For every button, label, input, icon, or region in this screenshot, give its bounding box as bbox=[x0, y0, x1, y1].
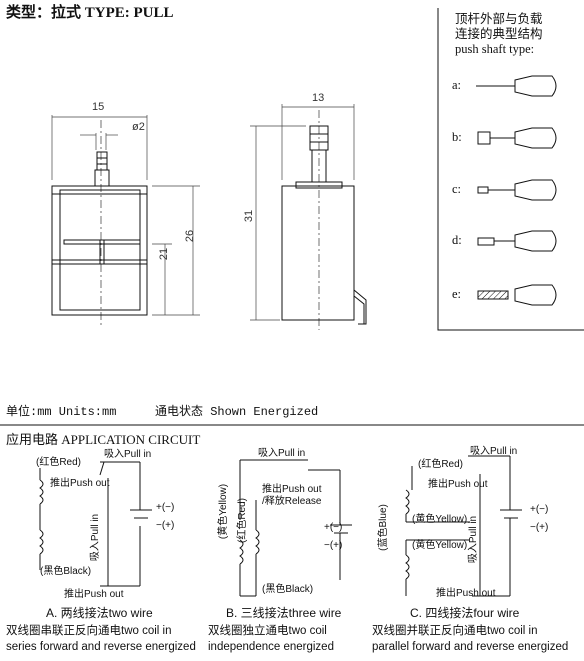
dim-shaft-dia: ø2 bbox=[132, 121, 145, 133]
c-desc-2: parallel forward and reverse energized bbox=[372, 641, 569, 653]
c-pull-in: 吸入Pull in bbox=[470, 446, 518, 457]
circuit-c-wiring bbox=[405, 455, 522, 597]
b-push-out: 推出Push out bbox=[262, 484, 322, 495]
shaft-type-e: e: bbox=[452, 287, 462, 301]
push-shaft-box bbox=[437, 8, 584, 331]
dim-height-31: 31 bbox=[243, 209, 256, 223]
front-view bbox=[51, 120, 148, 325]
c-desc-1: 双线圈并联正反向通电two coil in bbox=[372, 625, 538, 637]
energized-label: 通电状态 Shown Energized bbox=[155, 405, 319, 419]
a-pull-in-vertical: 吸入Pull in bbox=[90, 513, 102, 562]
push-shaft-title-1: 顶杆外部与负载 bbox=[455, 12, 543, 26]
b-black: (黑色Black) bbox=[262, 584, 314, 595]
push-shaft-title-2: 连接的典型结构 bbox=[455, 27, 543, 41]
dim-height-21: 21 bbox=[158, 247, 171, 261]
dim-width-front: 15 bbox=[92, 101, 105, 113]
c-push-out-bottom: 推出Push out bbox=[436, 588, 496, 599]
a-push-out-top: 推出Push out bbox=[50, 478, 110, 489]
circuit-a-wiring bbox=[39, 461, 152, 587]
c-caption: C. 四线接法four wire bbox=[410, 606, 520, 620]
shaft-type-b: b: bbox=[452, 130, 462, 144]
page-title: 类型：拉式 TYPE: PULL bbox=[6, 5, 174, 21]
shaft-type-d: d: bbox=[452, 233, 462, 247]
a-caption: A. 两线接法two wire bbox=[46, 606, 153, 620]
a-pull-in-top: 吸入Pull in bbox=[104, 449, 152, 460]
a-push-out-bottom: 推出Push out bbox=[64, 589, 124, 600]
a-red: (红色Red) bbox=[36, 457, 82, 468]
shaft-type-c: c: bbox=[452, 182, 462, 196]
side-view bbox=[281, 110, 367, 330]
b-desc-1: 双线圈独立通电two coil bbox=[208, 625, 327, 637]
c-pull-in-vertical: 吸入Pull in bbox=[468, 515, 480, 564]
units-label: 单位:mm Units:mm bbox=[6, 405, 117, 419]
b-caption: B. 三线接法three wire bbox=[226, 606, 342, 620]
c-blue: (蓝色Blue) bbox=[377, 504, 389, 551]
c-yellow-2: (黄色Yellow) bbox=[412, 540, 468, 551]
a-minus: −(+) bbox=[156, 520, 175, 531]
c-push-out-top: 推出Push out bbox=[428, 479, 488, 490]
application-title: 应用电路 APPLICATION CIRCUIT bbox=[6, 432, 201, 447]
b-release: /释放Release bbox=[262, 496, 322, 507]
dim-width-side: 13 bbox=[312, 92, 325, 104]
a-black: (黑色Black) bbox=[40, 566, 92, 577]
a-plus: +(−) bbox=[156, 502, 175, 513]
shaft-type-a: a: bbox=[452, 78, 462, 92]
a-desc-1: 双线圈串联正反向通电two coil in bbox=[6, 625, 172, 637]
b-yellow: (黄色Yellow) bbox=[218, 483, 230, 540]
b-minus: −(+) bbox=[324, 540, 343, 551]
a-desc-2: series forward and reverse energized bbox=[6, 641, 196, 653]
b-desc-2: independence energized bbox=[208, 641, 334, 653]
b-plus: +(−) bbox=[324, 522, 343, 533]
circuit-b-wiring bbox=[239, 459, 352, 597]
dim-height-26: 26 bbox=[184, 229, 197, 243]
push-shaft-title-3: push shaft type: bbox=[455, 42, 535, 56]
c-plus: +(−) bbox=[530, 504, 549, 515]
b-pull-in: 吸入Pull in bbox=[258, 448, 306, 459]
c-minus: −(+) bbox=[530, 522, 549, 533]
c-yellow-1: (黄色Yellow) bbox=[412, 514, 468, 525]
c-red: (红色Red) bbox=[418, 459, 464, 470]
b-red: (红色Red) bbox=[237, 497, 249, 544]
